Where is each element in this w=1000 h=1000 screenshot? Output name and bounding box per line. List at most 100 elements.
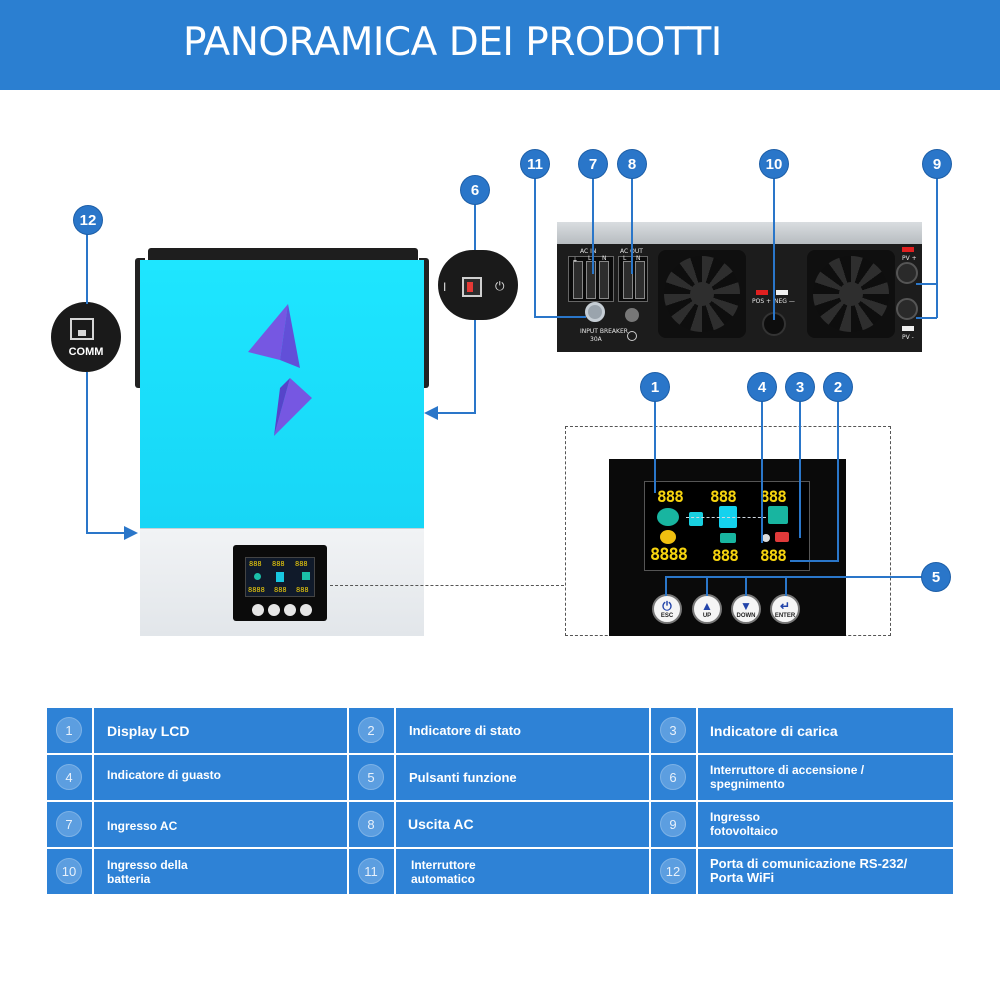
legend-num-cell: 1 [47, 708, 92, 753]
legend-num: 12 [660, 858, 686, 884]
mini-seg-6: 888 [296, 586, 309, 594]
mini-up-button[interactable] [268, 604, 280, 616]
leader-4 [761, 398, 763, 543]
mini-enter-button[interactable] [300, 604, 312, 616]
callout-9: 9 [923, 150, 951, 178]
grid-tower-icon [657, 508, 679, 526]
mini-pv-icon [254, 573, 261, 580]
legend-label-cell: Ingresso AC [94, 802, 347, 847]
legend-label-cell: Pulsanti funzione [396, 755, 649, 800]
legend-num: 1 [56, 717, 82, 743]
header-bar: PANORAMICA DEI PRODOTTI [0, 0, 1000, 90]
lcd-seg-input: 888 [657, 487, 684, 506]
flow-line [686, 517, 766, 518]
leader-2 [837, 398, 839, 561]
leader-8 [631, 176, 633, 274]
enter-button[interactable]: ↵ ENTER [770, 594, 800, 624]
switch-off-glyph: I [443, 280, 447, 294]
legend-num-cell: 7 [47, 802, 92, 847]
mini-seg-4: 8888 [248, 586, 265, 594]
battery-neg-marker [776, 290, 788, 295]
sun-pv-icon [660, 530, 676, 544]
brand-logo-icon [248, 304, 312, 436]
esc-button-label: ESC [660, 613, 674, 619]
terminal-cell [635, 261, 645, 299]
leader-11 [534, 176, 536, 317]
inverter-side-right [419, 258, 429, 388]
leader-11-h [534, 316, 586, 318]
leader-9-a [916, 283, 937, 285]
legend-label-cell: Indicatore di guasto [94, 755, 347, 800]
leader-10 [773, 176, 775, 320]
up-button[interactable]: ▲ UP [692, 594, 722, 624]
leader-6-top [474, 200, 476, 250]
ac-in-term-n: N [602, 255, 607, 262]
comm-port-label: COMM [68, 346, 104, 358]
terminal-cell [586, 261, 596, 299]
leader-12-down [86, 372, 88, 533]
mini-seg-2: 888 [272, 560, 285, 568]
mini-down-button[interactable] [284, 604, 296, 616]
leader-3 [799, 398, 801, 538]
legend-table: 1 Display LCD 2 Indicatore di stato 3 In… [47, 708, 953, 896]
power-icon: ⏻ [495, 279, 505, 293]
front-lcd-display: 888 888 888 8888 888 888 [233, 545, 327, 621]
legend-num: 3 [660, 717, 686, 743]
legend-label-cell: Porta di comunicazione RS-232/ Porta WiF… [698, 849, 953, 894]
enter-button-label: ENTER [774, 613, 796, 619]
rear-chassis-top [557, 222, 922, 244]
mini-seg-3: 888 [295, 560, 308, 568]
legend-num: 7 [56, 811, 82, 837]
battery-pos-marker [756, 290, 768, 295]
ac-in-terminal [568, 256, 614, 302]
leader-5-up [706, 576, 708, 596]
legend-label-cell: Interruttore automatico [396, 849, 649, 894]
legend-label-cell: Display LCD [94, 708, 347, 753]
legend-label: Indicatore di carica [710, 723, 838, 739]
legend-label-cell: Ingresso fotovoltaico [698, 802, 953, 847]
arrow-up-icon: ▲ [701, 599, 713, 613]
ac-out-term-l: L [623, 255, 627, 262]
breaker-label: INPUT BREAKER [580, 328, 628, 335]
legend-label-cell: Indicatore di carica [698, 708, 953, 753]
home-load-icon [768, 506, 788, 524]
lcd-seg-pv: 8888 [650, 545, 688, 565]
mini-seg-5: 888 [274, 586, 287, 594]
legend-label: Indicatore di stato [409, 723, 521, 738]
legend-num-cell: 11 [349, 849, 394, 894]
legend-label: Display LCD [107, 723, 190, 739]
mini-seg-1: 888 [249, 560, 262, 568]
charge-indicator-icon [762, 534, 770, 542]
lcd-seg-battery: 888 [710, 487, 737, 506]
breaker-rating: 30A [590, 336, 602, 343]
pv-neg-marker [902, 326, 914, 331]
legend-num-cell: 6 [651, 755, 696, 800]
rocker-switch-icon [462, 277, 482, 297]
legend-label-cell: Indicatore di stato [396, 708, 649, 753]
legend-num-cell: 8 [349, 802, 394, 847]
up-button-label: UP [702, 613, 712, 619]
callout-5: 5 [922, 563, 950, 591]
mini-esc-button[interactable] [252, 604, 264, 616]
esc-button[interactable]: ⏻ ESC [652, 594, 682, 624]
callout-4: 4 [748, 373, 776, 401]
ac-in-term-l: L [588, 255, 592, 262]
leader-9 [936, 176, 938, 318]
leader-1 [654, 398, 656, 493]
input-breaker-knob[interactable] [585, 302, 605, 322]
legend-label-cell: Ingresso della batteria [94, 849, 347, 894]
legend-num-cell: 9 [651, 802, 696, 847]
legend-num-cell: 4 [47, 755, 92, 800]
callout-8: 8 [618, 150, 646, 178]
legend-num: 5 [358, 764, 384, 790]
legend-num: 4 [56, 764, 82, 790]
arrow-right-icon [124, 526, 138, 540]
down-button[interactable]: ▼ DOWN [731, 594, 761, 624]
ground-screw [625, 308, 639, 322]
fan-hub [690, 282, 714, 306]
mini-status-block [276, 572, 284, 582]
legend-label: Interruttore automatico [411, 858, 476, 886]
legend-num-cell: 10 [47, 849, 92, 894]
lcd-zoom-connector [330, 585, 564, 586]
